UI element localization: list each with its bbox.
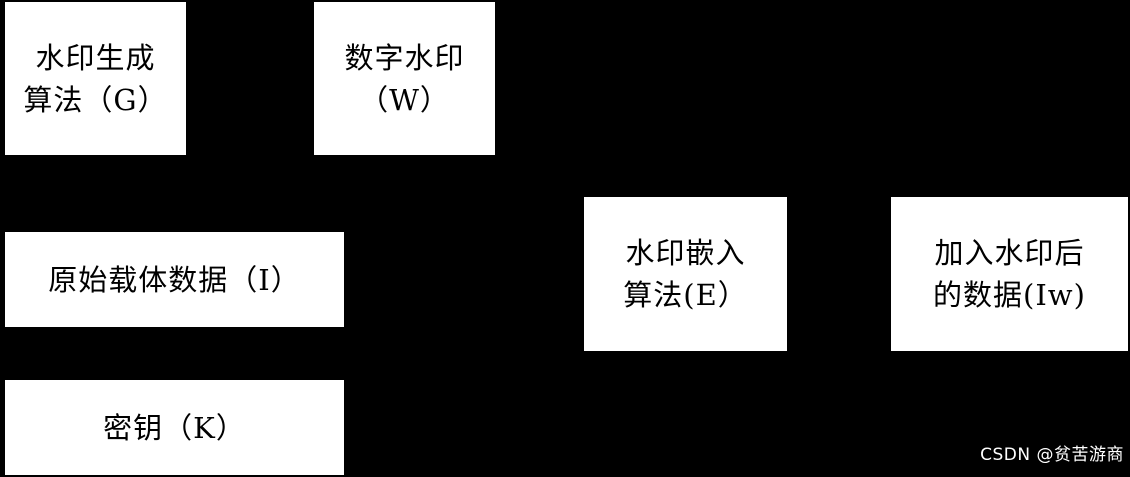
node-label: 数字水印 (344, 40, 465, 75)
node-watermarked-data: 加入水印后 的数据(Iw) (891, 197, 1128, 351)
node-label: 的数据(Iw) (933, 278, 1086, 312)
node-label: 算法(E） (623, 278, 748, 312)
node-label: 加入水印后 (934, 236, 1085, 270)
node-label: （W） (359, 82, 450, 117)
node-label: 水印生成 (35, 40, 156, 75)
csdn-watermark: CSDN @贫苦游商 (980, 445, 1124, 465)
node-key: 密钥（K） (5, 380, 344, 475)
node-label: 密钥（K） (103, 410, 246, 445)
node-label: 水印嵌入 (625, 236, 746, 270)
node-watermark-generation-algorithm: 水印生成 算法（G） (5, 2, 186, 155)
node-watermark-embedding-algorithm: 水印嵌入 算法(E） (584, 197, 787, 351)
node-label: 算法（G） (23, 82, 168, 117)
node-digital-watermark: 数字水印 （W） (314, 2, 495, 155)
node-original-carrier-data: 原始载体数据（I） (5, 232, 344, 327)
node-label: 原始载体数据（I） (48, 262, 301, 297)
